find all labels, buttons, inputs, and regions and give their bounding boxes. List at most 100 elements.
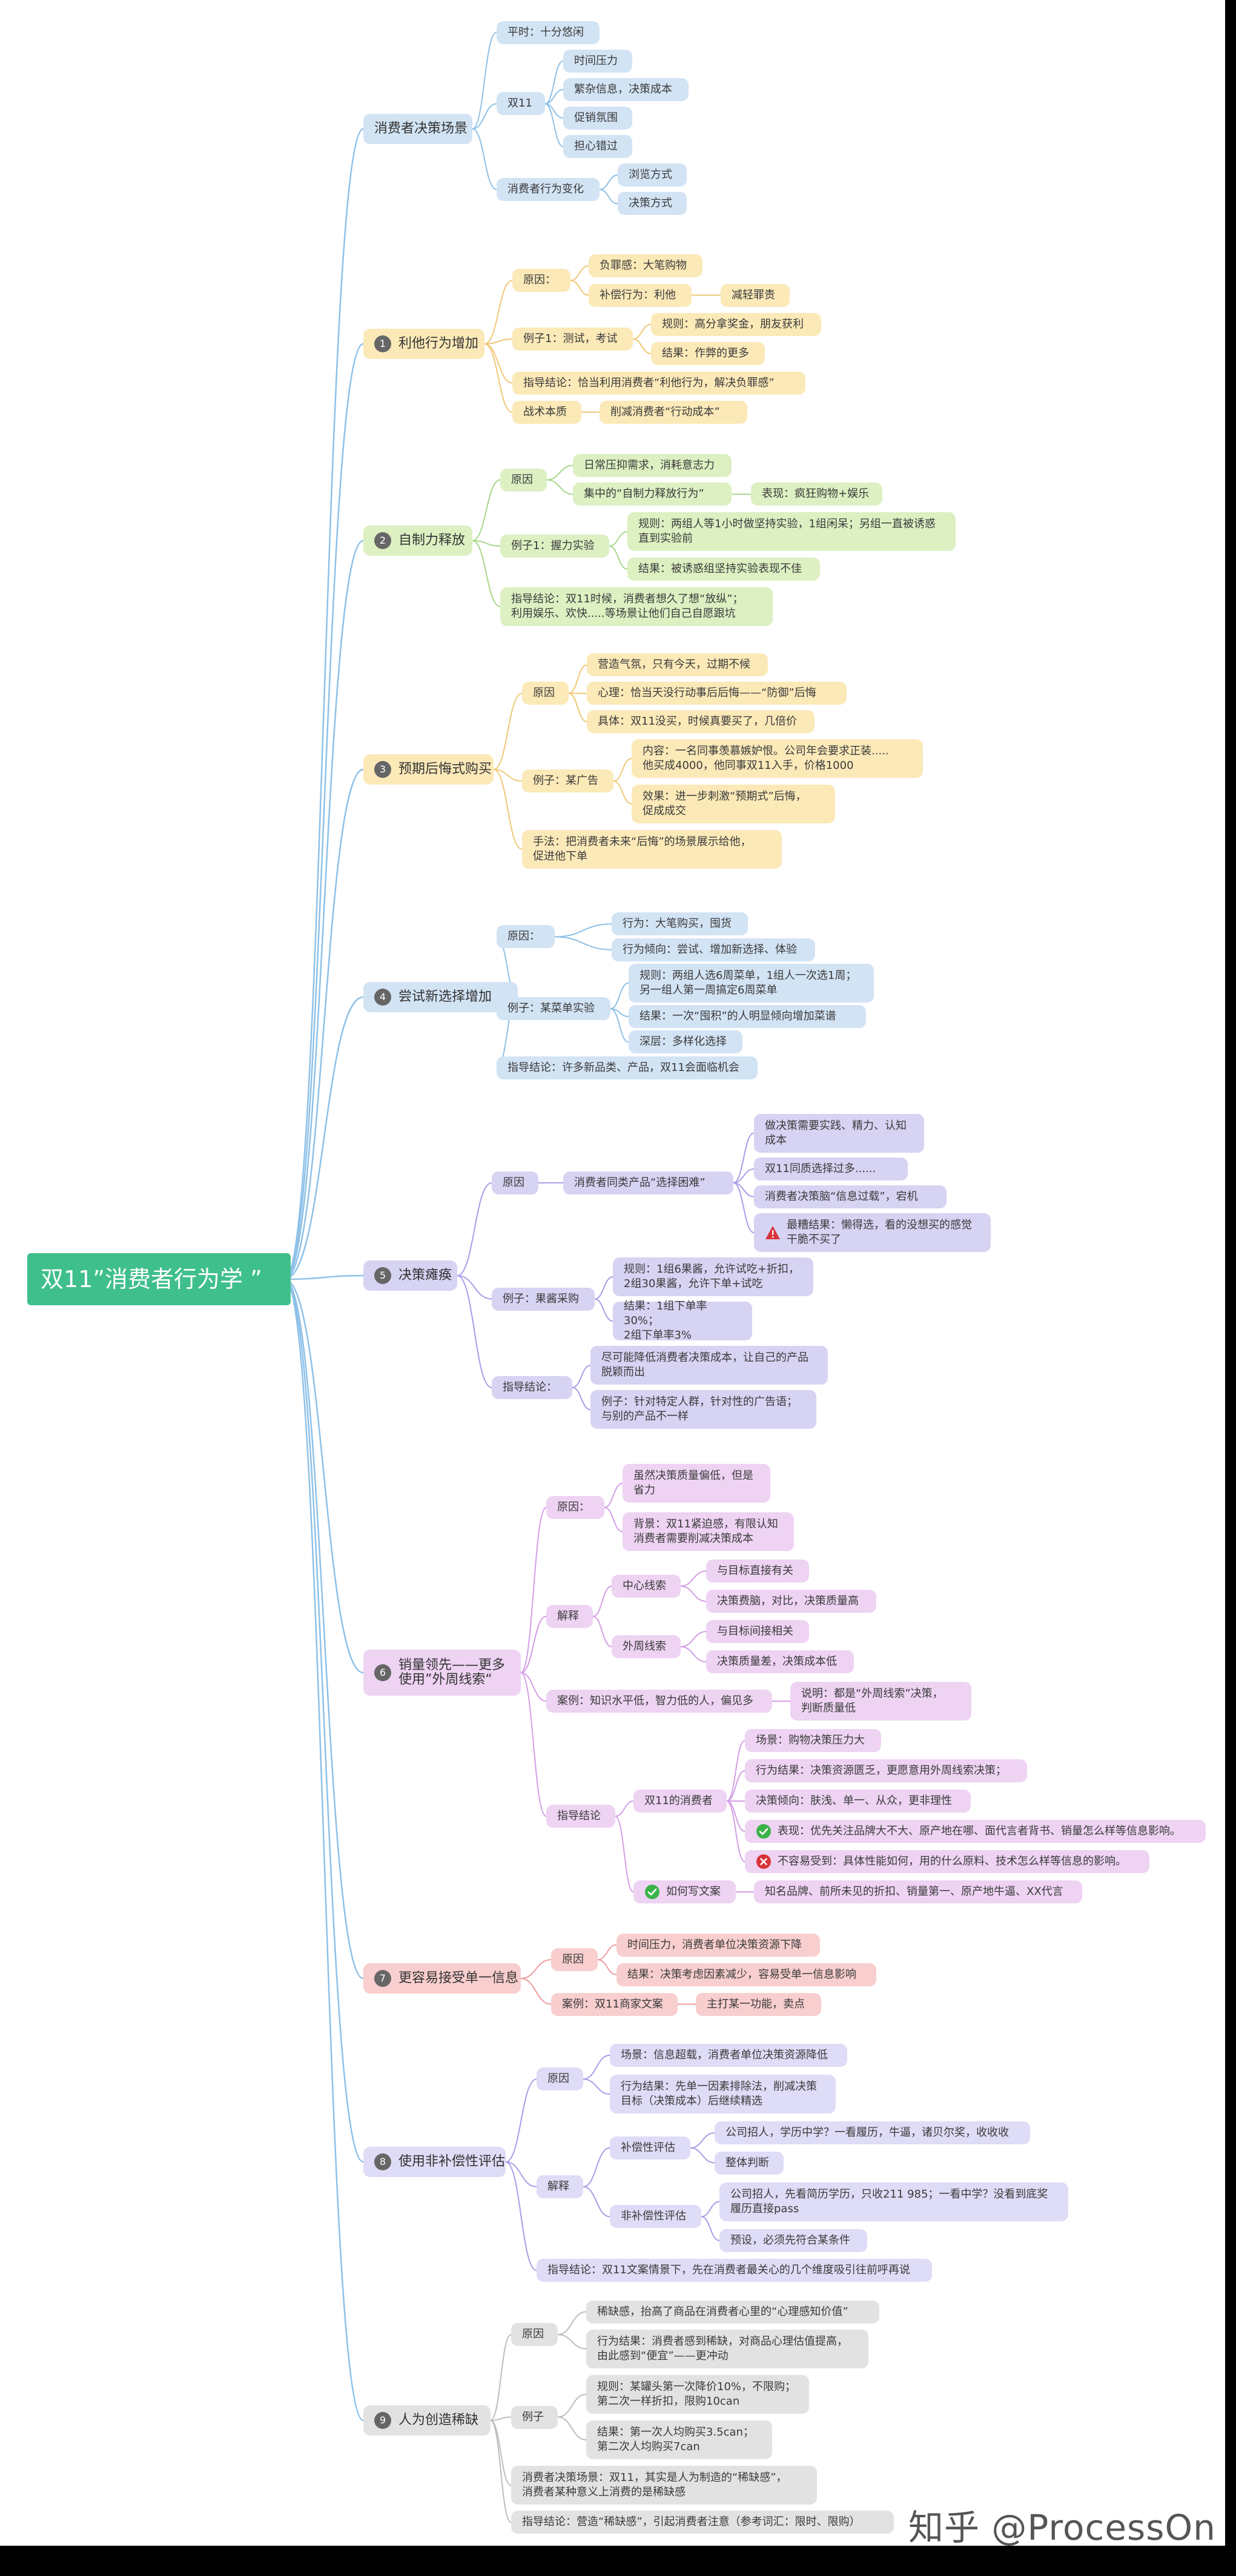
node-branches-5-children-1-children-0[interactable]: 规则：1组6果酱，允许试吃+折扣， 2组30果酱，允许下单+试吃 bbox=[613, 1257, 813, 1297]
node-branches-5-children-1-children-1[interactable]: 结果：1组下单率30%； 2组下单率3% bbox=[613, 1300, 752, 1342]
node-branches-0-children-1-children-2[interactable]: 促销氛围 bbox=[563, 107, 632, 130]
node-branches-7-children-0-children-1[interactable]: 结果：决策考虑因素减少，容易受单一信息影响 bbox=[616, 1963, 876, 1986]
node-branches-8-children-1-children-0[interactable]: 补偿性评估 bbox=[610, 2136, 690, 2159]
node-branches-5-children-2-children-1[interactable]: 例子：针对特定人群，针对性的广告语； 与别的产品不一样 bbox=[590, 1390, 816, 1429]
node-branches-1-children-0-children-1-children-0[interactable]: 减轻罪责 bbox=[721, 283, 790, 307]
node-branches-1-children-3-children-0[interactable]: 削减消费者“行动成本” bbox=[600, 400, 747, 424]
node-branches-6-children-3-children-0-children-2[interactable]: 决策倾向：肤浅、单一、从众，更非理性 bbox=[745, 1790, 971, 1813]
node-branches-6-children-1-children-1[interactable]: 外周线索 bbox=[612, 1635, 681, 1658]
node-branches-4-children-2[interactable]: 指导结论：许多新品类、产品，双11会面临机会 bbox=[497, 1056, 758, 1079]
node-branches-0-children-1[interactable]: 双11 bbox=[497, 92, 545, 116]
node-branches-2-children-1-children-1[interactable]: 结果：被诱惑组坚持实验表现不佳 bbox=[627, 558, 820, 581]
node-branches-6-children-0-children-0[interactable]: 虽然决策质量偏低，但是 省力 bbox=[623, 1464, 770, 1503]
node-branches-4-children-1-children-2[interactable]: 深层：多样化选择 bbox=[629, 1030, 742, 1054]
node-branches-6-children-3-children-0-children-1[interactable]: 行为结果：决策资源匮乏，更愿意用外周线索决策； bbox=[745, 1759, 1027, 1782]
node-branches-3-children-1-children-0[interactable]: 内容：一名同事羡慕嫉妒恨。公司年会要求正装..... 他买成4000，他同事双1… bbox=[632, 739, 923, 778]
node-branches-8-children-1-children-1-children-0[interactable]: 公司招人，先看简历学历，只收211 985；一看中学？没看到底奖 履历直接pas… bbox=[719, 2182, 1068, 2221]
node-branches-1-children-3[interactable]: 战术本质 bbox=[512, 400, 581, 424]
node-branches-5-children-0-children-0-children-0[interactable]: 做决策需要实践、精力、认知 成本 bbox=[754, 1113, 924, 1153]
node-branches-8-children-0-children-1[interactable]: 行为结果：先单一因素排除法，削减决策 目标（决策成本）后继续精选 bbox=[610, 2074, 836, 2113]
node-branches-2-children-1[interactable]: 例子1：握力实验 bbox=[500, 535, 609, 558]
node-branches-2-children-2[interactable]: 指导结论：双11时候，消费者想久了想“放纵”； 利用娱乐、欢快.....等场景让… bbox=[500, 587, 773, 626]
node-branches-6-children-3-children-0-children-3[interactable]: 表现：优先关注品牌大不大、原产地在哪、面代言者背书、销量怎么样等信息影响。 bbox=[745, 1820, 1206, 1843]
node-branches-3-children-0-children-1[interactable]: 心理：恰当天没行动事后后悔——“防御”后悔 bbox=[587, 682, 847, 705]
node-branches-9-children-1-children-0[interactable]: 规则：某罐头第一次降价10%，不限购； 第二次一样折扣，限购10can bbox=[586, 2374, 809, 2414]
branch-0[interactable]: 消费者决策场景 bbox=[363, 114, 472, 144]
node-branches-6-children-3-children-1[interactable]: 如何写文案 bbox=[633, 1880, 736, 1903]
node-branches-3-children-1[interactable]: 例子：某广告 bbox=[522, 769, 613, 793]
node-branches-0-children-0[interactable]: 平时：十分悠闲 bbox=[497, 21, 600, 44]
node-branches-7-children-0[interactable]: 原因 bbox=[551, 1948, 598, 1971]
node-branches-4-children-0-children-1[interactable]: 行为倾向：尝试、增加新选择、体验 bbox=[612, 938, 815, 961]
node-branches-8-children-1-children-0-children-1[interactable]: 整体判断 bbox=[715, 2151, 784, 2175]
node-branches-6-children-3[interactable]: 指导结论 bbox=[546, 1805, 615, 1828]
node-branches-2-children-0-children-0[interactable]: 日常压抑需求，消耗意志力 bbox=[573, 453, 732, 477]
node-branches-6-children-2[interactable]: 案例：知识水平低，智力低的人，偏见多 bbox=[546, 1690, 772, 1713]
node-branches-5-children-0-children-0[interactable]: 消费者同类产品“选择困难” bbox=[563, 1171, 733, 1194]
node-branches-8-children-0[interactable]: 原因 bbox=[537, 2067, 583, 2091]
node-branches-4-children-1-children-1[interactable]: 结果：一次“囤积”的人明显倾向增加菜谱 bbox=[629, 1004, 866, 1028]
node-branches-5-children-0[interactable]: 原因 bbox=[492, 1171, 538, 1194]
node-branches-5-children-0-children-0-children-1[interactable]: 双11同质选择过多...... bbox=[754, 1157, 908, 1181]
node-branches-7-children-1-children-0[interactable]: 主打某一功能，卖点 bbox=[696, 1992, 821, 2016]
node-branches-2-children-0-children-1-children-0[interactable]: 表现：疯狂购物+娱乐 bbox=[751, 483, 882, 506]
node-branches-5-children-1[interactable]: 例子：果酱采购 bbox=[492, 1287, 595, 1311]
node-branches-6-children-3-children-0[interactable]: 双11的消费者 bbox=[633, 1790, 727, 1813]
node-branches-6-children-0[interactable]: 原因： bbox=[546, 1496, 604, 1519]
node-branches-5-children-0-children-0-children-3[interactable]: 最糟结果：懒得选，看的没想买的感觉 干脆不买了 bbox=[754, 1213, 991, 1253]
node-branches-6-children-3-children-0-children-4[interactable]: 不容易受到：具体性能如何，用的什么原料、技术怎么样等信息的影响。 bbox=[745, 1850, 1149, 1873]
node-branches-8-children-1-children-1[interactable]: 非补偿性评估 bbox=[610, 2205, 701, 2228]
node-branches-9-children-3[interactable]: 指导结论：营造“稀缺感”，引起消费者注意（参考词汇：限时、限购） bbox=[511, 2511, 894, 2534]
node-branches-5-children-0-children-0-children-2[interactable]: 消费者决策脑“信息过载”，宕机 bbox=[754, 1185, 947, 1208]
node-branches-6-children-1-children-1-children-1[interactable]: 决策质量差，决策成本低 bbox=[706, 1650, 854, 1673]
node-branches-4-children-0-children-0[interactable]: 行为：大笔购买，囤货 bbox=[612, 912, 748, 936]
node-branches-6-children-0-children-1[interactable]: 背景：双11紧迫感，有限认知 消费者需要削减决策成本 bbox=[623, 1512, 794, 1551]
node-branches-1-children-1[interactable]: 例子1：测试，考试 bbox=[512, 328, 633, 351]
node-branches-3-children-0-children-0[interactable]: 营造气氛，只有今天，过期不候 bbox=[587, 653, 768, 677]
node-branches-3-children-1-children-1[interactable]: 效果：进一步刺激“预期式”后悔， 促成成交 bbox=[632, 784, 835, 823]
node-branches-0-children-2-children-1[interactable]: 决策方式 bbox=[618, 192, 687, 216]
node-branches-3-children-0-children-2[interactable]: 具体：双11没买，时候真要买了，几倍价 bbox=[587, 710, 815, 733]
node-branches-8-children-2[interactable]: 指导结论：双11文案情景下，先在消费者最关心的几个维度吸引往前呼再说 bbox=[537, 2259, 932, 2282]
node-branches-1-children-0-children-1[interactable]: 补偿行为：利他 bbox=[589, 283, 692, 307]
root-topic[interactable]: 双11”消费者行为学 ” bbox=[27, 1253, 291, 1305]
node-branches-9-children-0-children-0[interactable]: 稀缺感，抬高了商品在消费者心里的“心理感知价值” bbox=[586, 2300, 879, 2324]
node-branches-9-children-1-children-1[interactable]: 结果：第一次人均购买3.5can； 第二次人均购买7can bbox=[586, 2420, 772, 2460]
node-branches-1-children-1-children-0[interactable]: 规则：高分拿奖金，朋友获利 bbox=[651, 312, 821, 336]
node-branches-9-children-0-children-1[interactable]: 行为结果：消费者感到稀缺，对商品心理估值提高， 由此感到“便宜”——更冲动 bbox=[586, 2329, 868, 2368]
node-branches-6-children-1-children-0-children-0[interactable]: 与目标直接有关 bbox=[706, 1560, 809, 1583]
node-branches-7-children-0-children-0[interactable]: 时间压力，消费者单位决策资源下降 bbox=[616, 1933, 820, 1957]
node-branches-0-children-1-children-3[interactable]: 担心错过 bbox=[563, 135, 632, 159]
node-branches-9-children-2[interactable]: 消费者决策场景：双11，其实是人为制造的“稀缺感”， 消费者某种意义上消费的是稀… bbox=[511, 2466, 817, 2505]
node-branches-5-children-2[interactable]: 指导结论： bbox=[492, 1375, 572, 1399]
node-branches-0-children-1-children-0[interactable]: 时间压力 bbox=[563, 49, 632, 73]
node-branches-9-children-1[interactable]: 例子 bbox=[511, 2405, 558, 2429]
node-branches-3-children-0[interactable]: 原因 bbox=[522, 682, 569, 705]
node-branches-6-children-1-children-0[interactable]: 中心线索 bbox=[612, 1575, 681, 1598]
node-branches-0-children-2[interactable]: 消费者行为变化 bbox=[497, 177, 600, 201]
node-branches-1-children-0-children-0[interactable]: 负罪感：大笔购物 bbox=[589, 254, 702, 278]
node-branches-8-children-1-children-0-children-0[interactable]: 公司招人，学历中学？一看履历，牛逼，诸贝尔奖，收收收 bbox=[715, 2121, 1030, 2145]
node-branches-6-children-1[interactable]: 解释 bbox=[546, 1605, 593, 1628]
node-branches-4-children-1[interactable]: 例子：某菜单实验 bbox=[497, 997, 610, 1021]
node-branches-6-children-3-children-0-children-0[interactable]: 场景：购物决策压力大 bbox=[745, 1729, 881, 1752]
node-branches-6-children-3-children-1-children-0[interactable]: 知名品牌、前所未见的折扣、销量第一、原产地牛逼、XX代言 bbox=[754, 1880, 1082, 1903]
node-branches-2-children-1-children-0[interactable]: 规则：两组人等1小时做坚持实验，1组闲呆；另组一直被诱惑 直到实验前 bbox=[627, 512, 956, 552]
node-branches-5-children-2-children-0[interactable]: 尽可能降低消费者决策成本，让自己的产品 脱颖而出 bbox=[590, 1346, 828, 1385]
node-branches-1-children-0[interactable]: 原因： bbox=[512, 269, 570, 292]
node-branches-1-children-2[interactable]: 指导结论：恰当利用消费者“利他行为，解决负罪感” bbox=[512, 371, 805, 395]
node-branches-4-children-1-children-0[interactable]: 规则：两组人选6周菜单，1组人一次选1周； 另一组人第一周搞定6周菜单 bbox=[629, 963, 874, 1003]
node-branches-8-children-1-children-1-children-1[interactable]: 预设，必须先符合某条件 bbox=[719, 2228, 867, 2252]
node-branches-4-children-0[interactable]: 原因： bbox=[497, 925, 555, 949]
node-branches-8-children-0-children-0[interactable]: 场景：信息超载，消费者单位决策资源降低 bbox=[610, 2043, 847, 2067]
node-branches-6-children-1-children-0-children-1[interactable]: 决策费脑，对比，决策质量高 bbox=[706, 1590, 876, 1613]
